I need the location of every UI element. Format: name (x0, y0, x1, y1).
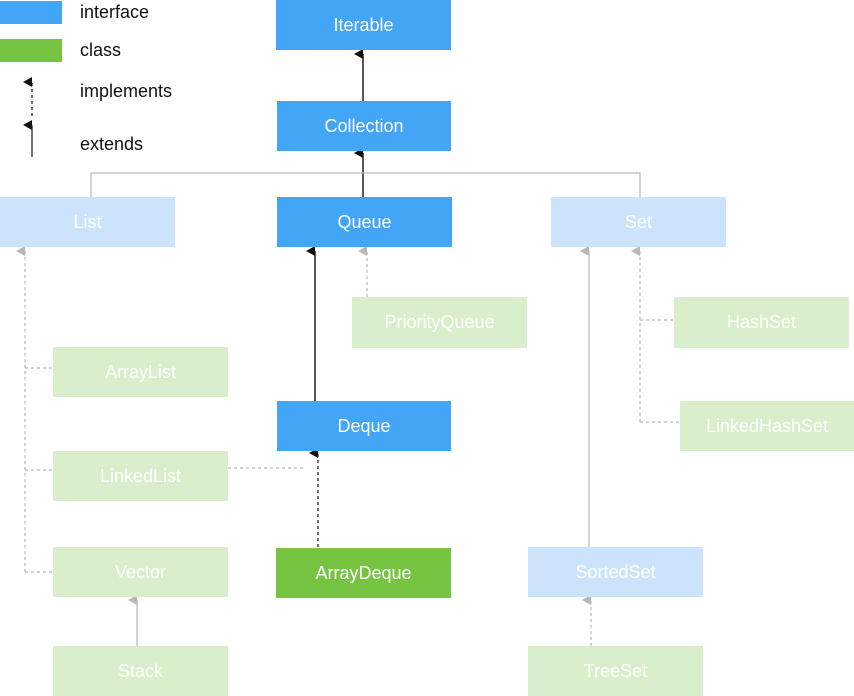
node-collection: Collection (277, 101, 451, 151)
node-stack: Stack (53, 646, 228, 696)
node-tree-set: TreeSet (528, 646, 703, 696)
node-linked-hash-set: LinkedHashSet (680, 401, 854, 451)
node-list: List (0, 197, 175, 247)
node-deque: Deque (277, 401, 451, 451)
legend-implements-label: implements (80, 81, 173, 101)
node-array-list: ArrayList (53, 347, 228, 397)
node-queue: Queue (277, 197, 452, 247)
node-hash-set: HashSet (674, 297, 849, 348)
legend-class-label: class (80, 40, 122, 60)
node-set: Set (551, 197, 726, 247)
node-vector: Vector (53, 547, 228, 597)
legend-interface-swatch (0, 1, 62, 24)
node-sorted-set: SortedSet (528, 547, 703, 597)
edge-list-set-collection-bus (90, 172, 641, 197)
legend-interface-label: interface (80, 2, 150, 22)
legend-extends-label: extends (80, 134, 144, 154)
node-iterable: Iterable (276, 0, 451, 50)
node-priority-queue: PriorityQueue (352, 297, 527, 348)
legend-class-swatch (0, 39, 62, 62)
node-array-deque: ArrayDeque (276, 548, 451, 598)
node-linked-list: LinkedList (53, 451, 228, 501)
